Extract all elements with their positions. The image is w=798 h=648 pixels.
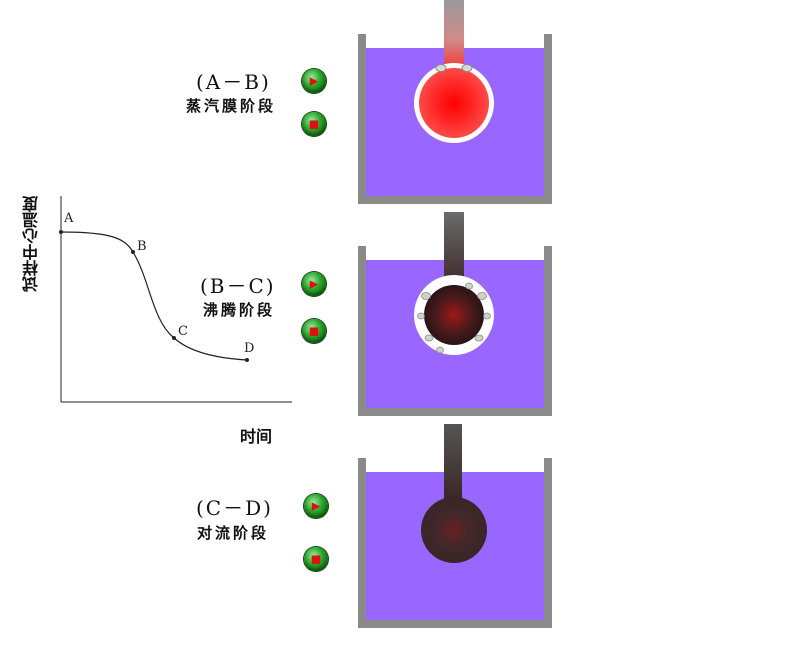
point-d <box>245 358 249 362</box>
stage-cd-label: (C－D) <box>196 496 273 520</box>
beaker-vapor-film <box>358 0 552 204</box>
stage-cd-play-button[interactable]: ▶ <box>304 494 328 518</box>
stage-bc-name: 沸腾阶段 <box>203 301 276 319</box>
play-icon: ▶ <box>309 277 319 291</box>
cooling-curve <box>60 231 248 361</box>
point-a <box>59 230 63 234</box>
stop-icon: ■ <box>310 552 322 566</box>
stop-icon: ■ <box>308 117 320 131</box>
stage-ab-label: (A－B) <box>196 70 271 94</box>
point-b <box>131 250 135 254</box>
point-c <box>172 336 176 340</box>
point-a-label: A <box>63 211 74 226</box>
hot-sample <box>419 68 489 138</box>
cool-sample <box>421 497 487 563</box>
play-icon: ▶ <box>311 499 321 513</box>
stage-ab-play-button[interactable]: ▶ <box>302 69 326 93</box>
point-d-label: D <box>244 341 254 356</box>
sample-rod <box>444 0 464 78</box>
x-axis-title: 时间 <box>240 427 273 446</box>
stage-bc-stop-button[interactable]: ■ <box>302 319 326 343</box>
beaker-convection <box>358 424 552 628</box>
warm-sample <box>424 285 484 345</box>
point-c-label: C <box>178 324 188 339</box>
stage-ab-name: 蒸汽膜阶段 <box>186 97 277 115</box>
stage-bc-play-button[interactable]: ▶ <box>302 272 326 296</box>
point-b-label: B <box>137 239 147 254</box>
stage-cd-stop-button[interactable]: ■ <box>304 547 328 571</box>
play-icon: ▶ <box>309 74 319 88</box>
beaker-boiling <box>358 212 552 416</box>
stage-cd-name: 对流阶段 <box>197 524 270 542</box>
stop-icon: ■ <box>308 324 320 338</box>
sample-rod <box>444 212 464 290</box>
stage-bc-label: (B－C) <box>200 274 276 298</box>
sample-rod <box>444 424 462 502</box>
stage-ab-stop-button[interactable]: ■ <box>302 112 326 136</box>
